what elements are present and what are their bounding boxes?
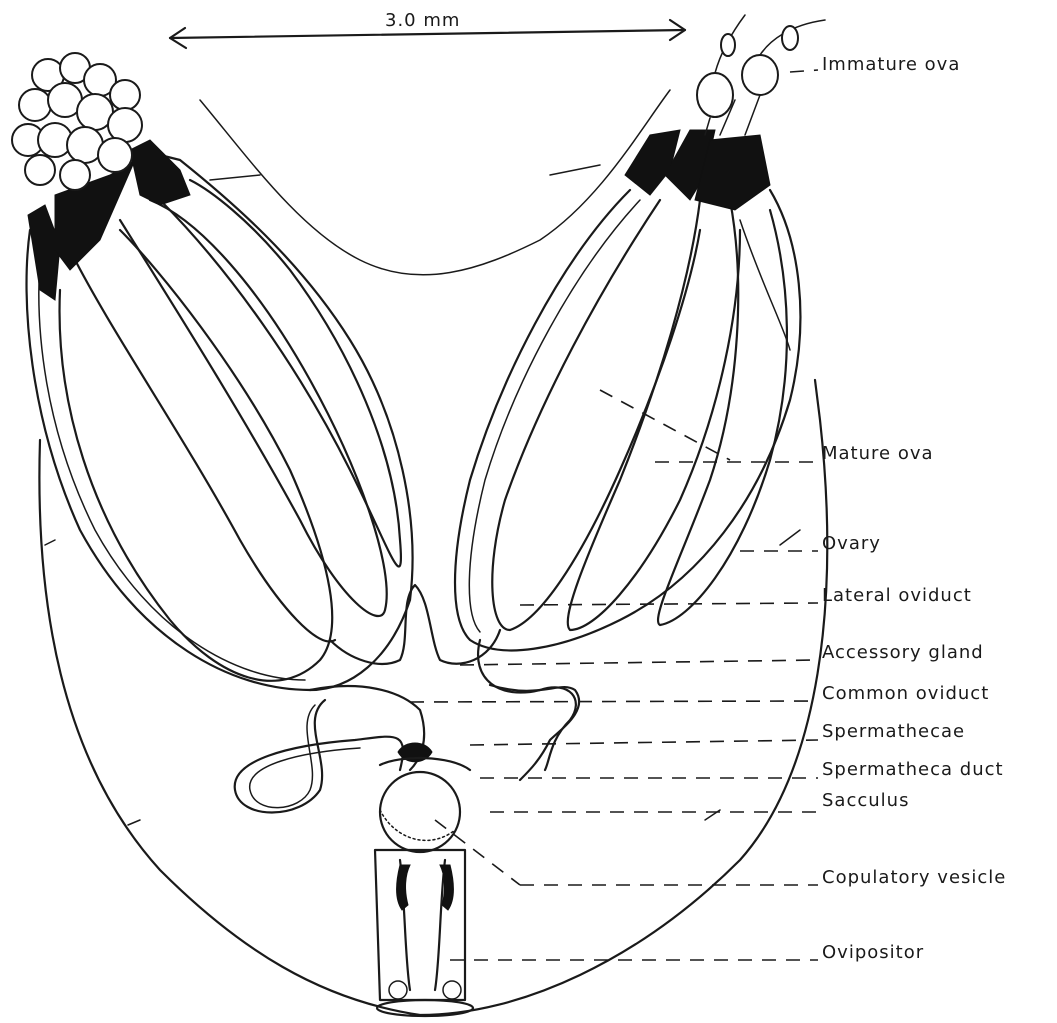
- label-spermatheca-duct: Spermatheca duct: [822, 759, 1004, 780]
- right-ovary: [455, 15, 825, 650]
- left-ovary: [12, 53, 413, 690]
- label-lateral-oviduct: Lateral oviduct: [822, 585, 972, 606]
- label-accessory-gland: Accessory gland: [822, 642, 984, 663]
- label-ovary: Ovary: [822, 533, 881, 554]
- scale-bar: 3.0 mm: [170, 10, 685, 48]
- left-immature-ova: [12, 53, 142, 190]
- scale-bar-label: 3.0 mm: [385, 10, 460, 31]
- leader-lines: [410, 70, 818, 960]
- right-immature-ova: [697, 15, 825, 135]
- label-immature-ova: Immature ova: [822, 54, 960, 75]
- label-mature-ova: Mature ova: [822, 443, 934, 464]
- label-sacculus: Sacculus: [822, 790, 909, 811]
- label-spermathecae: Spermathecae: [822, 721, 965, 742]
- label-common-oviduct: Common oviduct: [822, 683, 989, 704]
- label-ovipositor: Ovipositor: [822, 942, 924, 963]
- labels: Immature ova Mature ova Ovary Lateral ov…: [822, 54, 1006, 963]
- abdomen-outline: [39, 90, 827, 1015]
- label-copulatory-vesicle: Copulatory vesicle: [822, 867, 1006, 888]
